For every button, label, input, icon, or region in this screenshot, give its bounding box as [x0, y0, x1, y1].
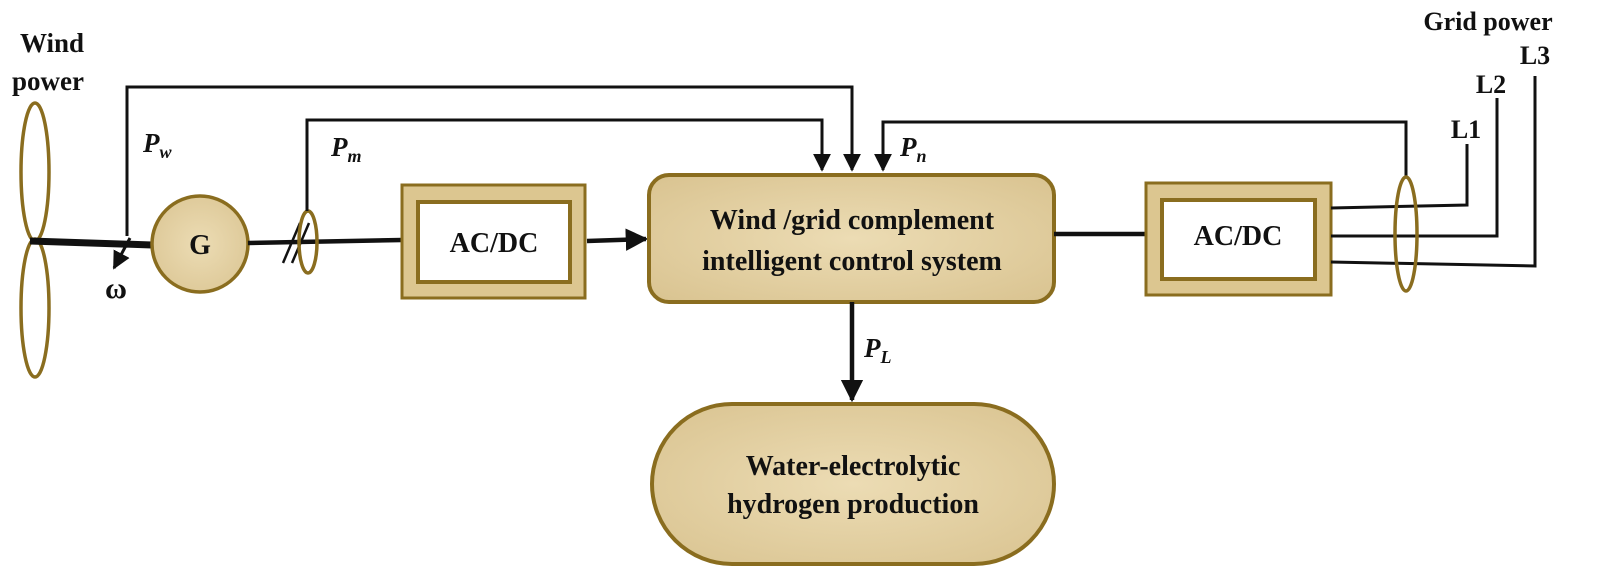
omega-label: ω [105, 272, 127, 305]
phase-line-l2 [1331, 98, 1499, 238]
pm-label: Pm [330, 132, 362, 166]
pn-label: Pn [899, 132, 927, 166]
l3-label: L3 [1520, 41, 1550, 70]
pm-signal-line [305, 118, 831, 211]
grid-power-label: Grid power [1423, 7, 1552, 36]
wind-power-label-line2: power [12, 66, 84, 96]
hydrogen-production-block [650, 402, 1056, 566]
acdc-right-label: AC/DC [1194, 221, 1283, 252]
control-system-label-line2: intelligent control system [702, 246, 1002, 277]
hydrogen-label-line1: Water-electrolytic [746, 451, 961, 482]
grid-current-sensor-icon [1393, 175, 1419, 293]
generator-to-acdc-line [247, 237, 403, 246]
acdc-converter-left: AC/DC [400, 183, 587, 300]
generator-label: G [189, 230, 211, 261]
acdc-converter-right: AC/DC [1144, 181, 1333, 297]
pw-signal-line [125, 85, 861, 236]
control-system-block [647, 173, 1056, 304]
acdc-to-control-arrow [586, 228, 649, 251]
acdc-left-label: AC/DC [450, 228, 539, 259]
wind-power-label-line1: Wind [20, 28, 84, 58]
l1-label: L1 [1451, 115, 1481, 144]
rotation-arrow [112, 237, 132, 270]
control-system-label-line1: Wind /grid complement [710, 205, 995, 236]
generator-node [150, 194, 250, 294]
phase-line-l1 [1330, 144, 1469, 210]
pl-label: PL [863, 333, 892, 367]
pn-signal-line [874, 120, 1408, 176]
pw-label: Pw [142, 128, 173, 162]
turbine-shaft [29, 237, 153, 249]
hydrogen-label-line2: hydrogen production [727, 489, 979, 520]
phase-line-l3 [1330, 76, 1537, 268]
l2-label: L2 [1476, 70, 1506, 99]
